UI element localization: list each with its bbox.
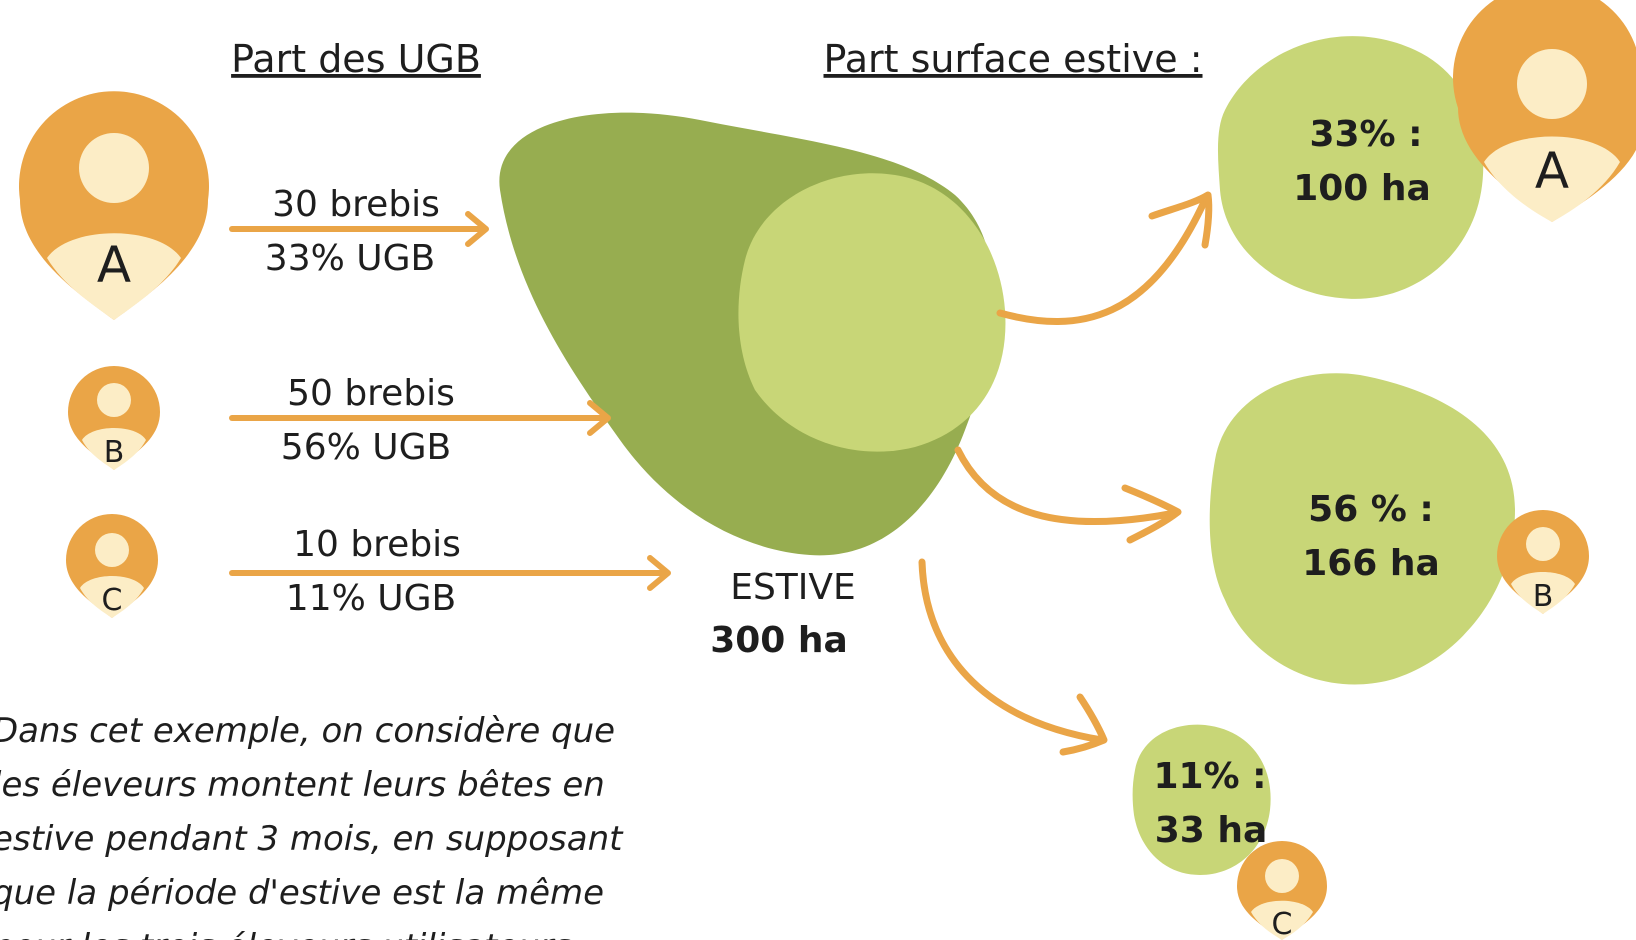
- farmer-b-brebis: 50 brebis: [287, 373, 455, 414]
- estive-label: ESTIVE: [730, 567, 856, 608]
- explanation-note: Dans cet exemple, on considère que les é…: [0, 711, 624, 940]
- estive-area: 300 ha: [710, 620, 848, 661]
- estive-blob: [499, 112, 1006, 556]
- farmer-a-avatar: A: [19, 91, 210, 320]
- share-c-avatar: C: [1237, 841, 1327, 940]
- farmer-a-ugb: 33% UGB: [265, 238, 435, 279]
- share-c-area: 33 ha: [1155, 810, 1268, 851]
- farmer-c-letter: C: [102, 583, 123, 618]
- share-b-pct: 56 % :: [1308, 489, 1434, 530]
- farmer-c-brebis: 10 brebis: [293, 524, 461, 565]
- share-b-blob: [1209, 373, 1515, 685]
- note-line-5: pour les trois éleveurs utilisateurs.: [0, 927, 582, 940]
- estive-inner-shape: [738, 173, 1006, 452]
- farmer-c-ugb: 11% UGB: [286, 578, 456, 619]
- farmer-b-ugb: 56% UGB: [281, 427, 451, 468]
- arrow-right-icon: [229, 400, 611, 436]
- farmer-a-brebis: 30 brebis: [272, 184, 440, 225]
- note-line-3: estive pendant 3 mois, en supposant: [0, 819, 624, 859]
- farmer-b-letter: B: [104, 435, 125, 470]
- arrow-right-icon: [229, 555, 671, 591]
- arrow-right-icon: [229, 211, 489, 247]
- share-c-pct: 11% :: [1153, 756, 1266, 797]
- note-line-4: que la période d'estive est la même: [0, 873, 604, 913]
- share-a-area: 100 ha: [1293, 168, 1431, 209]
- share-c-letter: C: [1272, 907, 1293, 940]
- share-b-area: 166 ha: [1302, 543, 1440, 584]
- header-surface: Part surface estive :: [824, 37, 1203, 81]
- curved-arrow-icon: [918, 558, 1108, 756]
- share-a-pct: 33% :: [1309, 114, 1422, 155]
- note-line-2: les éleveurs montent leurs bêtes en: [0, 765, 605, 805]
- farmer-b-avatar: B: [68, 366, 160, 470]
- curved-arrow-icon: [996, 191, 1213, 325]
- farmer-a-letter: A: [97, 236, 131, 294]
- share-b-avatar: B: [1497, 510, 1589, 614]
- farmer-c-avatar: C: [66, 514, 158, 618]
- share-b-letter: B: [1533, 579, 1554, 614]
- curved-arrow-icon: [954, 446, 1182, 544]
- share-a-blob: [1217, 36, 1484, 299]
- header-ugb: Part des UGB: [231, 37, 481, 81]
- note-line-1: Dans cet exemple, on considère que: [0, 711, 615, 751]
- share-a-avatar: A: [1453, 0, 1636, 222]
- share-a-letter: A: [1535, 142, 1569, 200]
- share-c-blob: [1132, 724, 1271, 875]
